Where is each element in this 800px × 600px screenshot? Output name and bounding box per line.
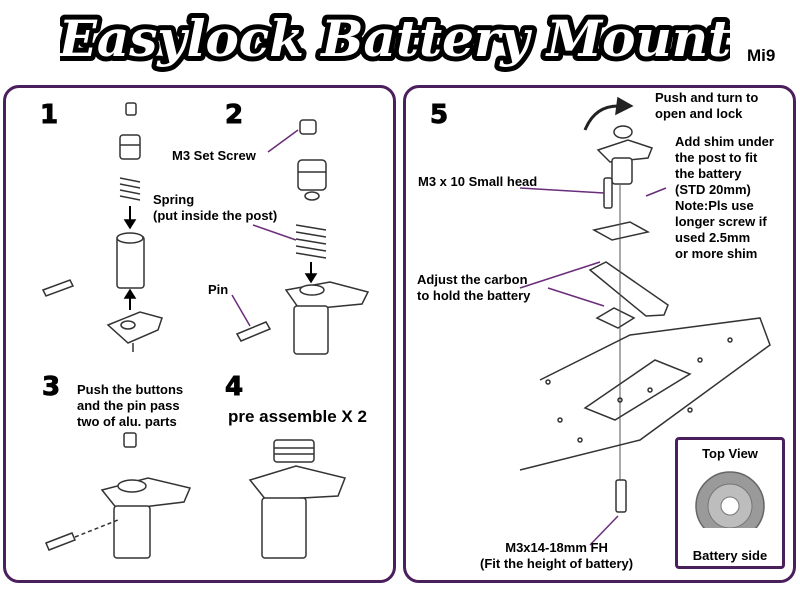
- step1-set-screw: [125, 102, 137, 116]
- battery-side-label: Battery side: [692, 548, 768, 563]
- top-view-ring: [695, 471, 765, 542]
- step1-pin: [41, 279, 75, 297]
- step5-carbon-arm: [588, 261, 669, 317]
- step5-small-shim: [595, 307, 636, 329]
- push-turn-label: Push and turn to open and lock: [655, 90, 759, 121]
- pin-label: Pin: [208, 282, 229, 297]
- step2-post-base: [284, 281, 370, 355]
- step2-pin: [235, 321, 272, 342]
- model-label: Mi9: [747, 46, 776, 65]
- spring-label: Spring (put inside the post): [153, 192, 278, 223]
- step2-nut: [297, 159, 327, 201]
- m3x14-label: M3x14-18mm FH (Fit the height of battery…: [480, 540, 634, 571]
- step1-nut: [119, 134, 141, 160]
- step3-pin: [45, 519, 119, 551]
- step3-post-base: [100, 477, 192, 559]
- step5-post: [596, 125, 653, 185]
- adjust-carbon-label: Adjust the carbon to hold the battery: [417, 272, 531, 303]
- step-5-number: 5: [429, 100, 449, 131]
- step-2-number: 2: [224, 100, 244, 131]
- m3x10-label: M3 x 10 Small head: [418, 174, 538, 189]
- m3-set-screw-label: M3 Set Screw: [172, 148, 256, 163]
- page-title: Easylock Battery Mount Easylock Battery …: [52, 4, 737, 74]
- step-1-number: 1: [39, 100, 59, 131]
- step4-assembly: [248, 439, 347, 559]
- step5-shim: [591, 221, 651, 241]
- top-view-title: Top View: [702, 446, 758, 461]
- step1-spring: [119, 177, 141, 201]
- step2-set-screw: [299, 119, 317, 135]
- step5-turn-arrow: [583, 104, 621, 131]
- step2-spring: [295, 224, 327, 259]
- step5-chassis-plate: [519, 317, 771, 471]
- push-buttons-label: Push the buttons and the pin pass two of…: [77, 382, 184, 429]
- step3-screw: [123, 432, 137, 448]
- step5-bottom-screw: [615, 479, 627, 513]
- step1-base: [106, 311, 163, 352]
- add-shim-label: Add shim under the post to fit the batte…: [675, 134, 774, 261]
- step-4-number: 4: [224, 372, 244, 403]
- pre-assemble-label: pre assemble X 2: [228, 407, 367, 426]
- step5-screw: [603, 177, 613, 209]
- step1-post: [116, 232, 145, 289]
- panel-steps-1-4: [3, 85, 396, 583]
- title-outline: Easylock Battery Mount: [60, 9, 730, 68]
- top-view-inset: Top View Battery side: [675, 437, 785, 569]
- title-text: Easylock Battery Mount: [60, 9, 730, 68]
- step-3-number: 3: [41, 372, 61, 403]
